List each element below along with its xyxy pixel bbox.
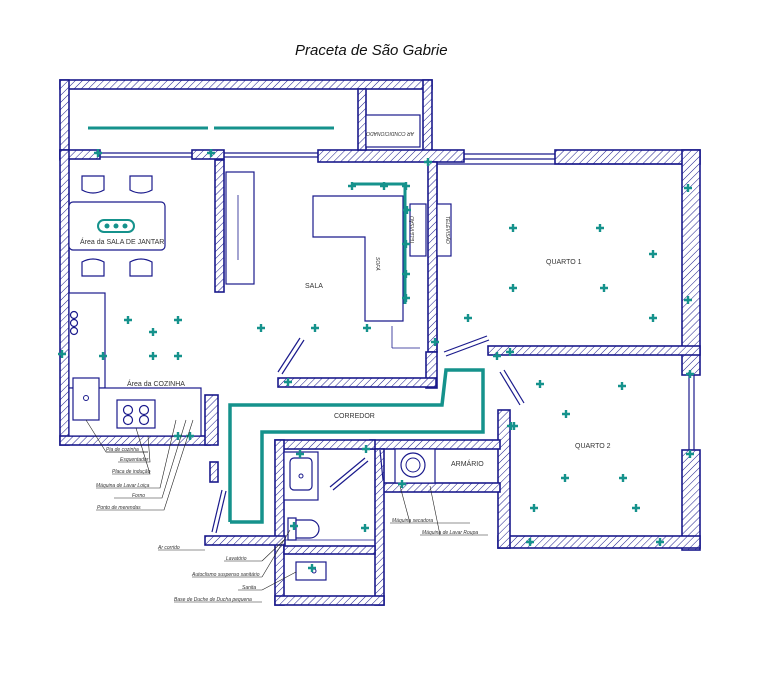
bathroom-callouts: Ar corrido Lavatório Autoclismo suspenso… <box>157 529 297 603</box>
electrical-point-marker <box>186 432 194 440</box>
interior-outlines: AR CONDICIONADO <box>365 114 682 484</box>
electrical-point-marker <box>424 158 432 166</box>
electrical-point-marker <box>507 422 515 430</box>
label-quarto2: QUARTO 2 <box>575 443 611 450</box>
electrical-point-marker <box>596 224 604 232</box>
callout-duche: Base de Duche de Ducha pequena <box>174 597 252 603</box>
electrical-points <box>58 149 694 572</box>
kitchen-callouts: Pia de cozinha Esquentador Placa de indu… <box>85 419 194 511</box>
callout-placa: Placa de indução <box>112 469 151 475</box>
electrical-point-marker <box>561 474 569 482</box>
electrical-point-marker <box>284 378 292 386</box>
electrical-point-marker <box>94 149 102 157</box>
electrical-point-marker <box>562 410 570 418</box>
electrical-point-marker <box>402 294 410 302</box>
electrical-point-marker <box>362 445 370 453</box>
electrical-point-marker <box>99 352 107 360</box>
callout-lavatorio: Lavatório <box>226 556 247 562</box>
kitchen-fixtures <box>68 292 202 437</box>
svg-text:SOFÁ: SOFÁ <box>374 257 381 271</box>
electrical-point-marker <box>509 224 517 232</box>
electrical-point-marker <box>402 240 410 248</box>
electrical-point-marker <box>506 348 514 356</box>
electrical-point-marker <box>686 370 694 378</box>
electrical-point-marker <box>509 284 517 292</box>
callout-sanita: Sanita <box>242 585 256 591</box>
electrical-point-marker <box>684 296 692 304</box>
electrical-point-marker <box>600 284 608 292</box>
electrical-point-marker <box>58 350 66 358</box>
callout-pia: Pia de cozinha <box>106 447 139 453</box>
electrical-point-marker <box>402 182 410 190</box>
electrical-point-marker <box>530 504 538 512</box>
plan-title: Praceta de São Gabrie <box>295 42 448 59</box>
electrical-point-marker <box>149 352 157 360</box>
electrical-point-marker <box>348 182 356 190</box>
electrical-point-marker <box>380 182 388 190</box>
electrical-point-marker <box>684 184 692 192</box>
electrical-point-marker <box>174 316 182 324</box>
electrical-point-marker <box>363 324 371 332</box>
windows <box>100 152 695 450</box>
label-cozinha: Área da COZINHA <box>127 379 185 388</box>
electrical-point-marker <box>149 328 157 336</box>
electrical-point-marker <box>174 432 182 440</box>
callout-esquentador: Esquentador <box>120 457 149 463</box>
electrical-point-marker <box>311 324 319 332</box>
callout-forno: Forno <box>132 493 145 499</box>
svg-text:TELEVISÃO: TELEVISÃO <box>409 216 416 244</box>
label-armario: ARMÁRIO <box>451 459 484 468</box>
callout-ponto-merenda: Ponto de merendas <box>97 505 141 511</box>
electrical-point-marker <box>207 149 215 157</box>
callout-autoclismo: Autoclismo suspenso sanitário <box>191 572 260 578</box>
sala-furniture: SOFÁ TELEVISÃO TELEVISÃO <box>225 171 452 349</box>
electrical-point-marker <box>398 480 406 488</box>
svg-text:AR CONDICIONADO: AR CONDICIONADO <box>366 130 415 136</box>
electrical-point-marker <box>174 352 182 360</box>
walls <box>59 79 701 606</box>
electrical-point-marker <box>308 564 316 572</box>
electrical-point-marker <box>649 314 657 322</box>
callout-ar-corrido: Ar corrido <box>157 545 180 551</box>
svg-text:TELEVISÃO: TELEVISÃO <box>444 216 451 244</box>
label-jantar: Área da SALA DE JANTAR <box>80 237 164 246</box>
electrical-point-marker <box>526 538 534 546</box>
electrical-point-marker <box>431 338 439 346</box>
electrical-point-marker <box>464 314 472 322</box>
callout-secadora: Máquina secadora <box>392 518 433 524</box>
electrical-point-marker <box>257 324 265 332</box>
electrical-point-marker <box>124 316 132 324</box>
electrical-point-marker <box>493 352 501 360</box>
electrical-point-marker <box>361 524 369 532</box>
electrical-point-marker <box>649 250 657 258</box>
label-sala: SALA <box>305 283 323 290</box>
electrical-point-marker <box>632 504 640 512</box>
label-quarto1: QUARTO 1 <box>546 259 582 266</box>
electrical-point-marker <box>656 538 664 546</box>
room-labels: SALA QUARTO 1 QUARTO 2 CORREDOR Área da … <box>80 237 611 468</box>
doors <box>211 335 525 534</box>
electrical-point-marker <box>619 474 627 482</box>
electrical-point-marker <box>618 382 626 390</box>
electrical-point-marker <box>536 380 544 388</box>
electrical-point-marker <box>290 522 298 530</box>
bathroom-fixtures <box>283 451 426 581</box>
dining-area <box>68 175 166 277</box>
electrical-point-marker <box>686 450 694 458</box>
laundry-callouts: Máquina secadora Máquina de Lavar Roupa <box>390 485 488 536</box>
label-corredor: CORREDOR <box>334 413 375 420</box>
electrical-point-marker <box>403 206 411 214</box>
electrical-point-marker <box>402 270 410 278</box>
electrical-point-marker <box>296 450 304 458</box>
callout-maquina-loica: Máquina de Lavar Loiça <box>96 483 150 489</box>
callout-maquina-roupa: Máquina de Lavar Roupa <box>422 530 478 536</box>
